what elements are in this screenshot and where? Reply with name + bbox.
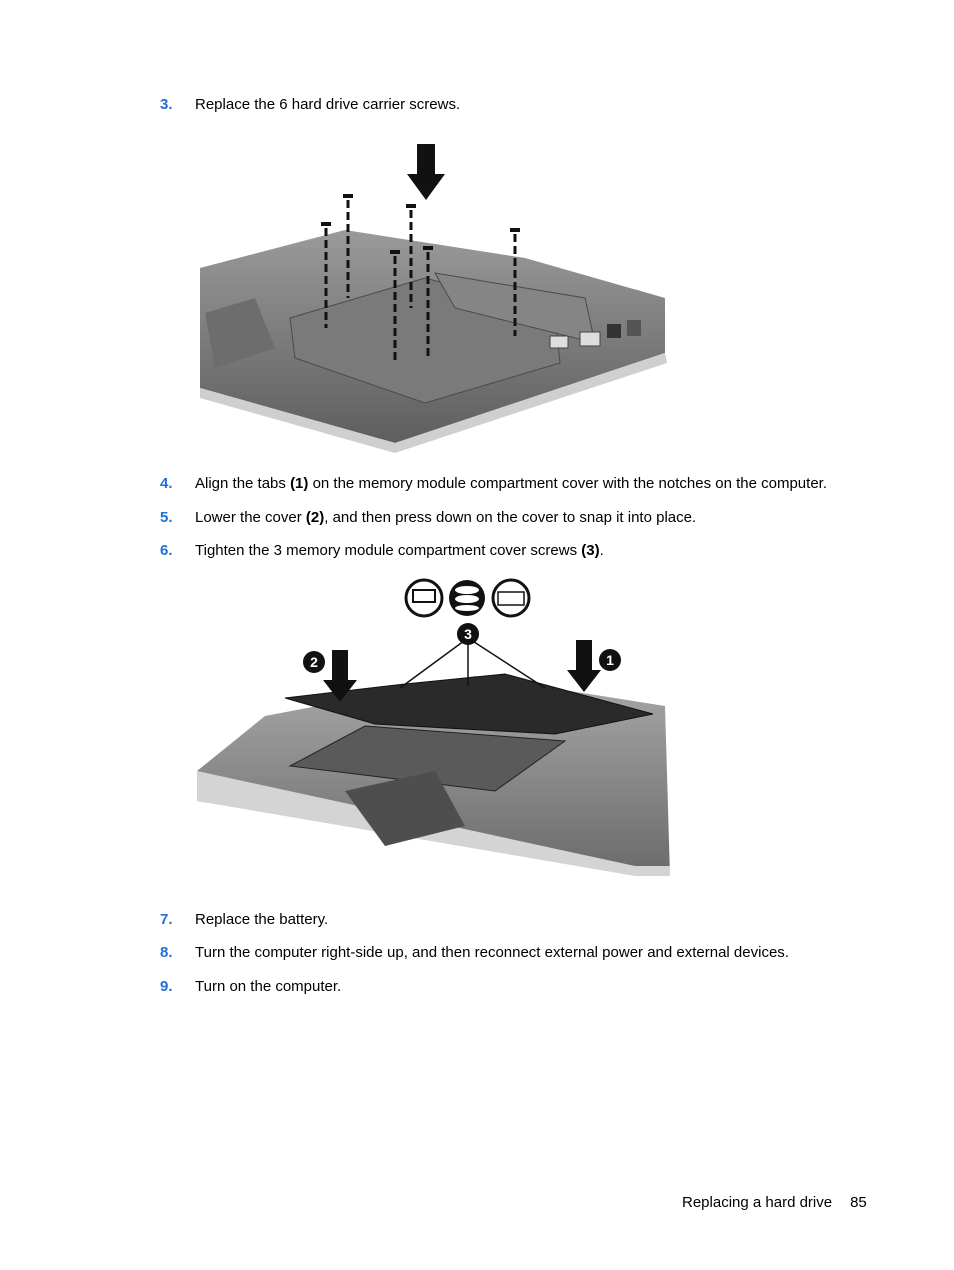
callout-ref: (2) bbox=[305, 509, 325, 526]
step-text-pre: Tighten the 3 memory module compartment … bbox=[195, 542, 582, 559]
callout-2: 2 bbox=[303, 651, 325, 673]
step-text: Replace the battery. bbox=[195, 911, 329, 928]
down-arrow-icon bbox=[407, 144, 445, 200]
screw-heads bbox=[321, 194, 520, 254]
keyboard-icon bbox=[491, 578, 531, 618]
step-text: Lower the cover (2), and then press down… bbox=[195, 508, 696, 528]
hard-drive-screws-illustration bbox=[200, 144, 667, 453]
step-number: 4. bbox=[160, 475, 173, 492]
step-text: Replace the 6 hard drive carrier screws. bbox=[195, 96, 461, 113]
callout-1: 1 bbox=[599, 649, 621, 671]
step-text-post: , and then press down on the cover to sn… bbox=[324, 509, 697, 526]
step-number: 6. bbox=[160, 542, 173, 559]
step-text-pre: Lower the cover bbox=[195, 509, 306, 526]
step-text-post: . bbox=[599, 542, 604, 559]
screw-guides bbox=[324, 200, 517, 363]
step-text-post: on the memory module compartment cover w… bbox=[308, 475, 827, 492]
step-text: Align the tabs (1) on the memory module … bbox=[195, 474, 827, 494]
callout-ref: (1) bbox=[290, 475, 309, 492]
callout-ref: (3) bbox=[581, 542, 600, 559]
callout-3: 3 bbox=[457, 623, 479, 645]
footer-section-title: Replacing a hard drive bbox=[682, 1194, 833, 1211]
step-number: 8. bbox=[160, 944, 173, 961]
step-number: 3. bbox=[160, 96, 173, 113]
step-number: 5. bbox=[160, 509, 173, 526]
page-number: 85 bbox=[850, 1194, 867, 1211]
down-arrow-icon bbox=[323, 650, 357, 702]
page-footer: Replacing a hard drive 85 bbox=[682, 1193, 867, 1213]
callout-1-label: 1 bbox=[606, 652, 614, 668]
hard-drive-icon bbox=[449, 580, 485, 616]
down-arrow-icon bbox=[567, 640, 601, 692]
callout-2-label: 2 bbox=[310, 654, 318, 670]
step-text-pre: Align the tabs bbox=[195, 475, 291, 492]
step-number: 7. bbox=[160, 911, 173, 928]
memory-module-icon bbox=[404, 578, 444, 618]
callout-3-label: 3 bbox=[464, 626, 472, 642]
step-text: Turn the computer right-side up, and the… bbox=[195, 944, 789, 961]
step-number: 9. bbox=[160, 978, 173, 995]
step-text: Turn on the computer. bbox=[195, 978, 342, 995]
memory-cover-illustration: 2 1 3 bbox=[197, 578, 670, 876]
step-text: Tighten the 3 memory module compartment … bbox=[195, 541, 604, 561]
